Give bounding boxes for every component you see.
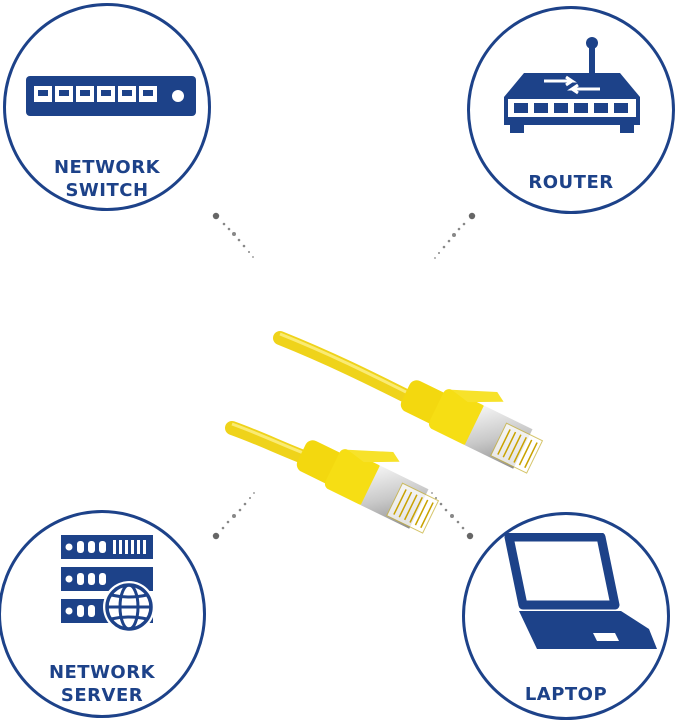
router-icon [500, 35, 645, 135]
connector-bottom-right [431, 492, 474, 540]
network-switch-label-line2: SWITCH [65, 180, 149, 201]
network-server-label-line2: SERVER [60, 685, 144, 706]
router-label: ROUTER [470, 171, 672, 194]
network-switch-label-line1: NETWORK [53, 157, 161, 178]
laptop-circle: LAPTOP [462, 512, 670, 720]
network-server-circle: NETWORK SERVER [0, 510, 206, 718]
laptop-label: LAPTOP [465, 683, 667, 706]
connector-top-right [434, 212, 476, 259]
router-circle: ROUTER [467, 6, 675, 214]
network-switch-icon [26, 76, 196, 116]
network-server-label-line1: NETWORK [48, 662, 156, 683]
laptop-label-line1: LAPTOP [524, 684, 608, 705]
connector-bottom-left [212, 492, 255, 540]
network-server-icon [61, 535, 161, 635]
network-switch-circle: NETWORK SWITCH [3, 3, 211, 211]
network-server-label: NETWORK SERVER [1, 661, 203, 707]
yellow-ethernet-cables-image [220, 318, 560, 538]
connector-top-left [212, 212, 254, 258]
laptop-icon [497, 533, 657, 653]
network-switch-label: NETWORK SWITCH [6, 156, 208, 202]
router-label-line1: ROUTER [528, 172, 614, 193]
